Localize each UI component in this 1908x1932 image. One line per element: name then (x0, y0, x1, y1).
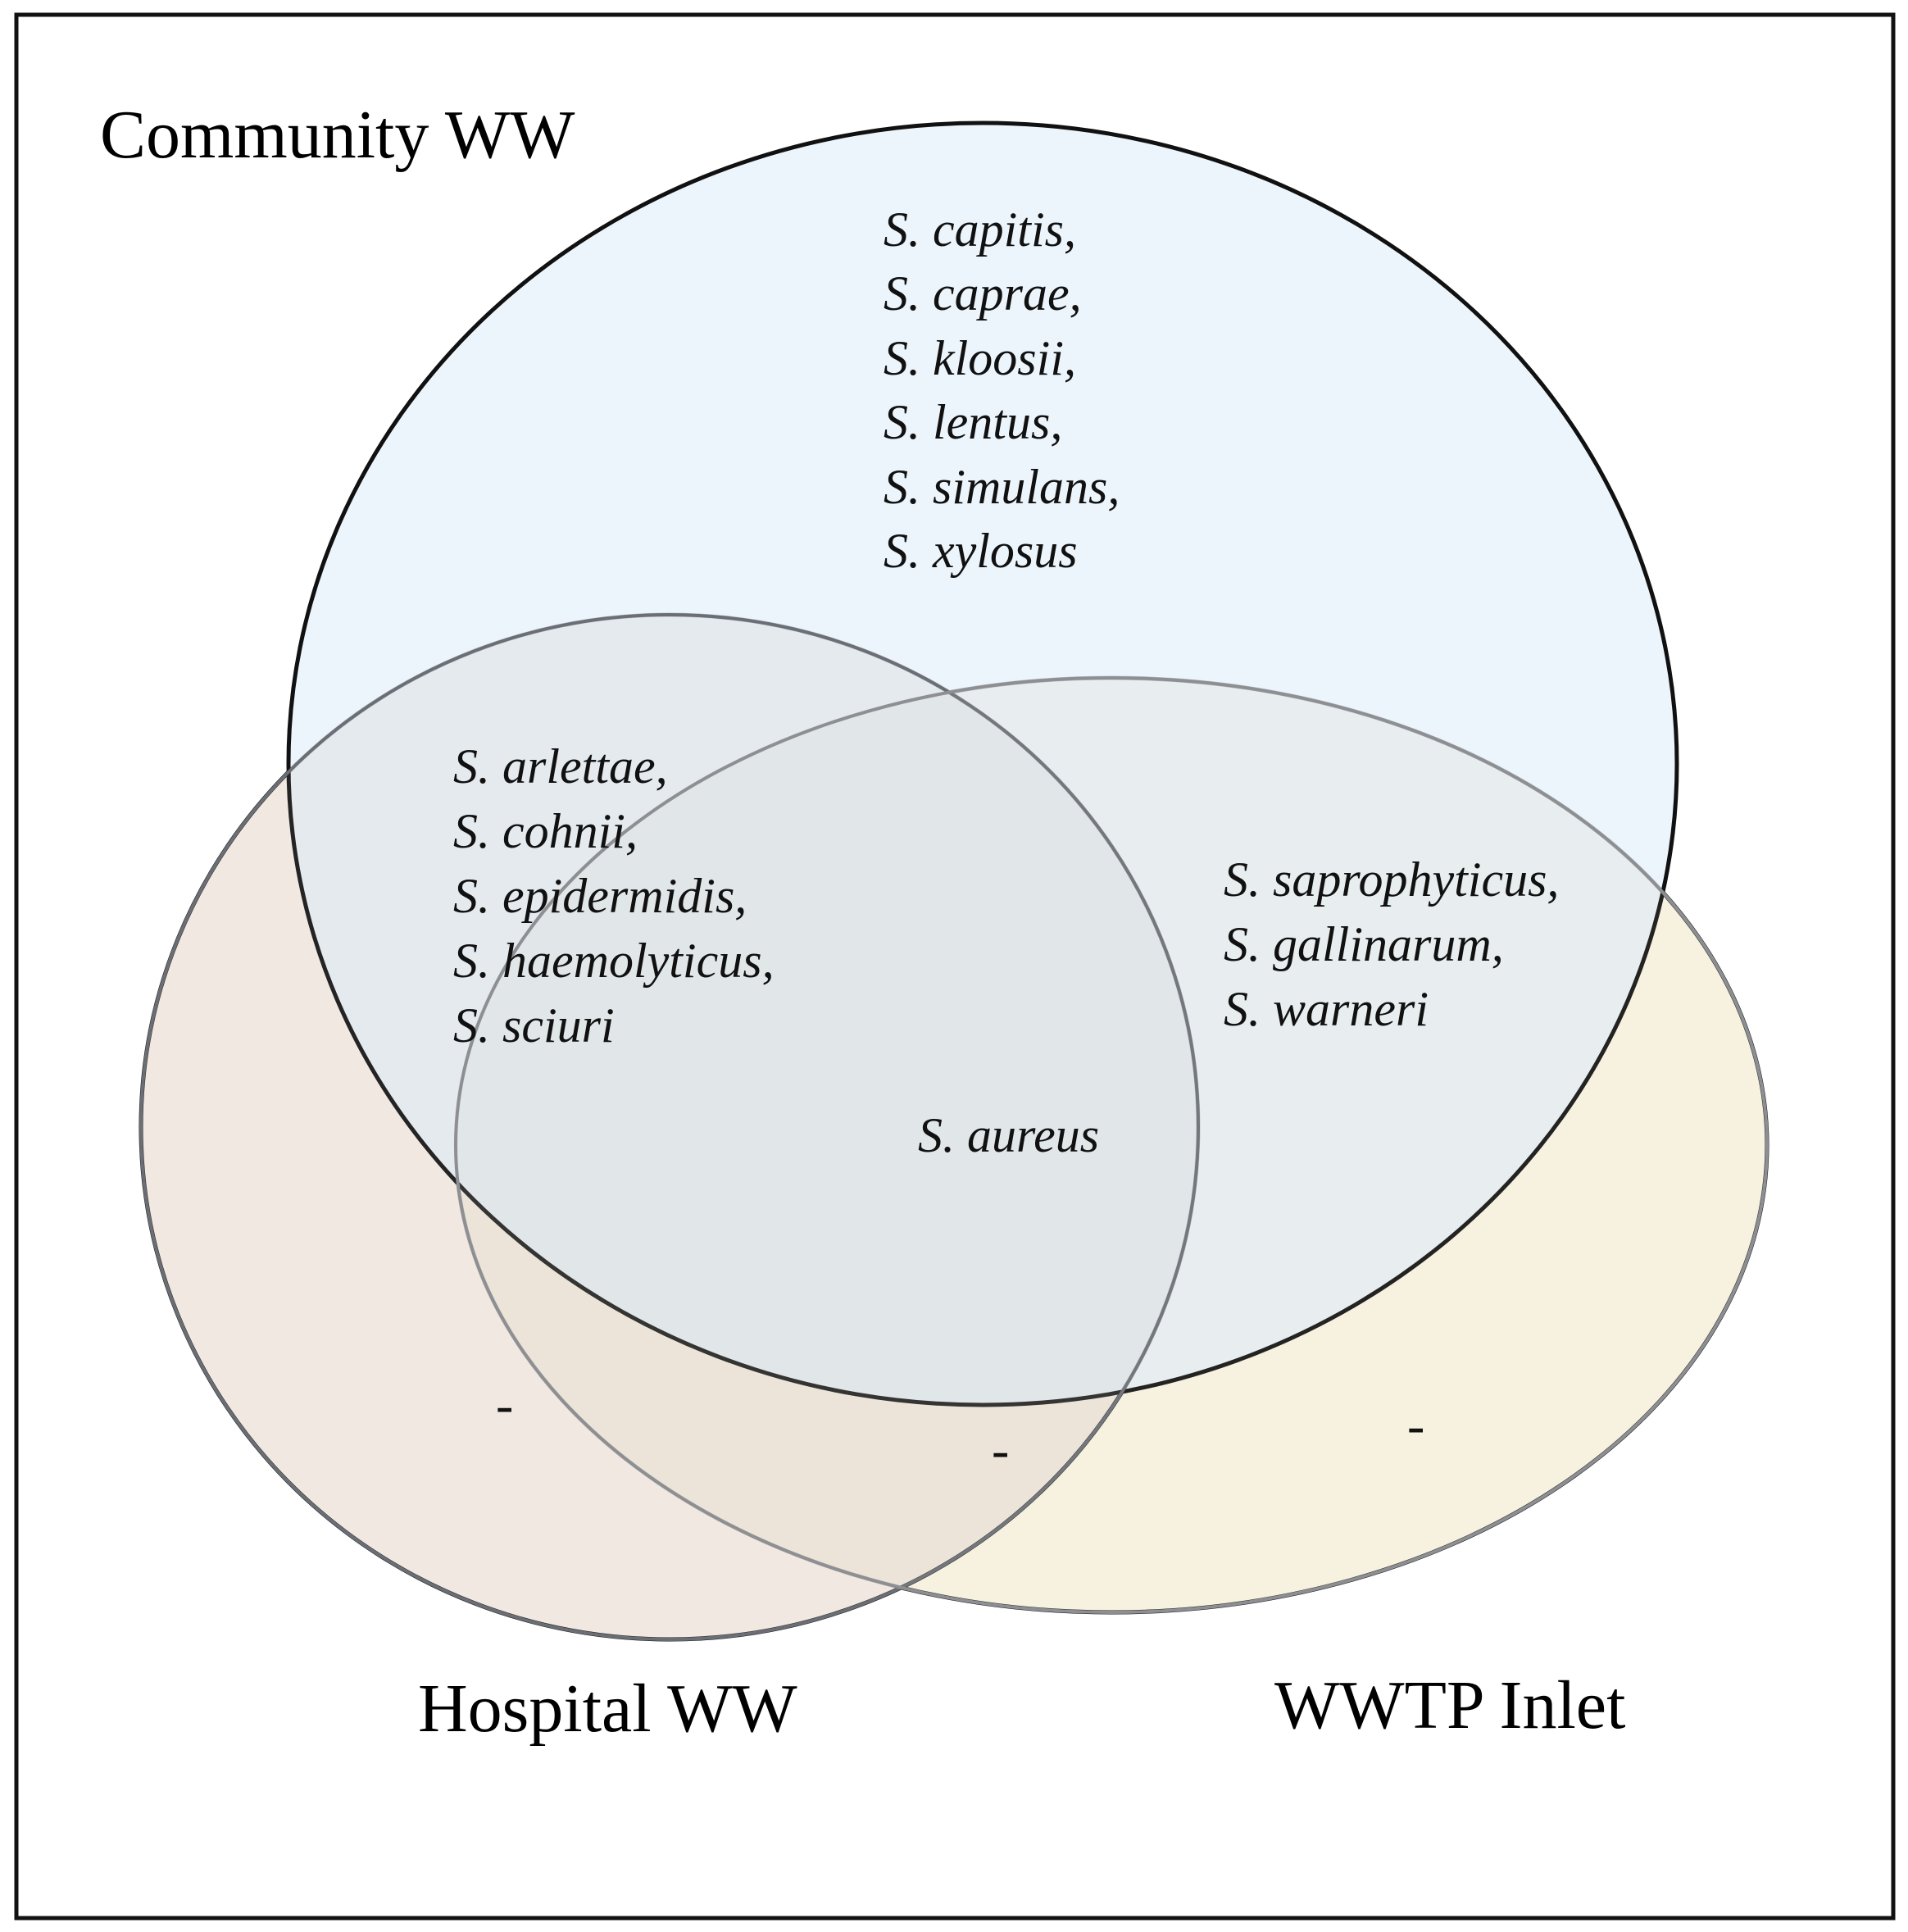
species-label: S. xylosus (884, 524, 1078, 578)
species-label: S. kloosii, (884, 331, 1076, 385)
species-label: S. lentus, (884, 395, 1062, 449)
wwtp-inlet-outline-overlay (454, 676, 1769, 1614)
species-label: S. epidermidis, (453, 869, 747, 923)
species-label: S. cohnii, (453, 804, 638, 858)
species-label: S. caprae, (884, 266, 1082, 320)
community-ww-label: Community WW (100, 97, 575, 173)
hospital-ww-label: Hospital WW (418, 1671, 797, 1747)
region-all-three: S. aureus (918, 1108, 1099, 1162)
species-label: S. arlettae, (453, 739, 668, 793)
wwtp-inlet-label: WWTP Inlet (1274, 1667, 1625, 1743)
region-hospital-only-value: - (496, 1375, 513, 1434)
region-community-wwtp: S. saprophyticus, S. gallinarum, S. warn… (1224, 852, 1559, 1036)
species-label: S. haemolyticus, (453, 934, 775, 988)
species-label: S. sciuri (453, 998, 615, 1052)
region-wwtp-only-value: - (1407, 1396, 1424, 1454)
species-label: S. capitis, (884, 202, 1076, 257)
species-label: S. aureus (918, 1108, 1099, 1162)
hospital-ww-outline-overlay (139, 613, 1200, 1641)
species-label: S. simulans, (884, 460, 1120, 514)
community-ww-circle (286, 120, 1679, 1407)
region-hospital-wwtp-value: - (992, 1421, 1009, 1479)
region-community-only: S. capitis, S. caprae, S. kloosii, S. le… (884, 202, 1120, 578)
species-label: S. saprophyticus, (1224, 852, 1559, 907)
region-community-hospital: S. arlettae, S. cohnii, S. epidermidis, … (453, 739, 775, 1052)
species-label: S. gallinarum, (1224, 917, 1504, 971)
species-label: S. warneri (1224, 982, 1429, 1036)
